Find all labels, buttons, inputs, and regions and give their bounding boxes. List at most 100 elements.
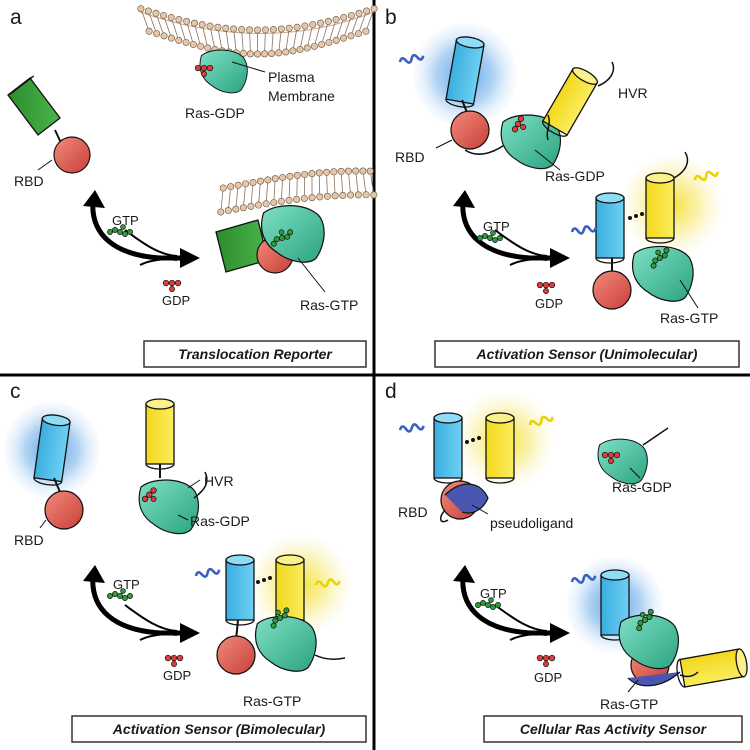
lipid-head — [286, 172, 294, 180]
lipid-head — [337, 167, 345, 175]
lipid-head — [145, 27, 153, 35]
yfp-cylinder-fret — [645, 172, 675, 244]
lipid-head — [354, 30, 362, 38]
label-gdp: GDP — [535, 296, 563, 311]
lipid-head — [153, 30, 161, 38]
plasma-membrane-bottom — [217, 167, 378, 216]
ras-gtp-protein — [618, 614, 680, 670]
lipid-head — [222, 24, 230, 32]
lipid-tail — [293, 30, 297, 48]
label-gtp: GTP — [112, 213, 139, 228]
label-hvr: HVR — [204, 473, 234, 489]
panel-a: a Plasma Membrane Ras-GDP RBD — [7, 5, 378, 368]
lipid-tail — [156, 15, 164, 34]
lipid-head — [264, 176, 272, 184]
lipid-tail — [285, 31, 290, 50]
lipid-head — [238, 26, 246, 34]
panel-letter-c: c — [10, 380, 21, 403]
lipid-tail — [250, 185, 254, 204]
ras-gtp-protein — [254, 615, 317, 672]
panel-title-d: Cellular Ras Activity Sensor — [520, 721, 708, 737]
leader-line — [471, 504, 489, 515]
yfp-cylinder — [145, 398, 175, 470]
panel-c: c RBD HVR Ras-GDP GTP GDP — [4, 380, 367, 743]
label-rbd: RBD — [14, 532, 44, 548]
label-hvr: HVR — [618, 85, 648, 101]
hvr-tail — [597, 61, 615, 87]
lipid-tail — [210, 28, 215, 47]
lipid-head — [363, 7, 371, 15]
lipid-head — [204, 44, 212, 52]
pseudoligand — [444, 483, 489, 514]
lipid-head — [315, 169, 323, 177]
lipid-head — [347, 32, 355, 40]
cfp-emission-wave — [398, 421, 426, 435]
panel-title-c: Activation Sensor (Bimolecular) — [112, 721, 326, 737]
gtp-gdp-exchange-arrows — [83, 190, 200, 268]
leader-line — [629, 467, 641, 479]
lipid-head — [352, 167, 360, 175]
lipid-head — [224, 207, 232, 215]
lipid-tail — [322, 24, 328, 42]
lipid-head — [339, 191, 347, 199]
lipid-tail — [271, 32, 274, 51]
label-ras-gtp: Ras-GTP — [243, 693, 301, 709]
lipid-tail — [288, 179, 291, 198]
lipid-head — [242, 180, 250, 188]
lipid-head — [300, 194, 308, 202]
gtp-gdp-exchange-arrows — [83, 565, 200, 643]
lipid-tail — [225, 31, 230, 50]
label-plasma: Plasma — [268, 69, 315, 85]
label-gdp: GDP — [162, 293, 190, 308]
lipid-head — [189, 40, 197, 48]
panel-title-a: Translocation Reporter — [178, 346, 333, 362]
label-ras-gdp: Ras-GDP — [612, 479, 672, 495]
lipid-tail — [314, 25, 321, 44]
lipid-head — [160, 32, 168, 40]
lipid-head — [234, 181, 242, 189]
lipid-head — [261, 26, 269, 34]
lipid-tail — [307, 27, 313, 46]
leader-line — [39, 519, 47, 529]
lipid-head — [285, 196, 293, 204]
rbd-domain — [450, 110, 490, 150]
lipid-head — [330, 168, 338, 176]
lipid-tail — [281, 180, 283, 199]
lipid-head — [331, 192, 339, 200]
leader-line — [177, 514, 189, 521]
lipid-tail — [351, 15, 359, 34]
lipid-head — [332, 36, 340, 44]
lipid-tail — [326, 175, 328, 194]
panel-letter-d: d — [385, 380, 397, 403]
lipid-head — [282, 48, 290, 56]
lipid-head — [183, 17, 191, 25]
fret-dot — [477, 436, 481, 440]
panel-letter-a: a — [10, 6, 22, 29]
label-ras-gtp: Ras-GTP — [600, 696, 658, 712]
plasma-membrane-top — [137, 5, 378, 58]
lipid-head — [275, 49, 283, 57]
panel-b: b RBD Ras-GDP HVR GTP GDP — [385, 6, 740, 368]
label-rbd: RBD — [14, 173, 44, 189]
label-ras-gdp: Ras-GDP — [545, 168, 605, 184]
lipid-head — [197, 42, 205, 50]
lipid-head — [277, 197, 285, 205]
lipid-head — [340, 34, 348, 42]
title-box — [483, 715, 743, 743]
lipid-tail — [366, 11, 374, 29]
lipid-head — [239, 204, 247, 212]
lipid-head — [310, 42, 318, 50]
fret-dot — [465, 440, 469, 444]
leader-line — [187, 479, 201, 489]
lipid-tail — [333, 174, 336, 193]
lipid-head — [206, 22, 214, 30]
lipid-tail — [344, 18, 351, 36]
pseudoligand — [627, 671, 681, 687]
label-ras-gtp: Ras-GTP — [300, 297, 358, 313]
lipid-tail — [264, 32, 266, 51]
lipid-head — [296, 46, 304, 54]
hvr-tail — [314, 654, 346, 660]
lipid-head — [246, 26, 254, 34]
hvr-tail — [673, 151, 689, 179]
linker — [546, 114, 551, 141]
